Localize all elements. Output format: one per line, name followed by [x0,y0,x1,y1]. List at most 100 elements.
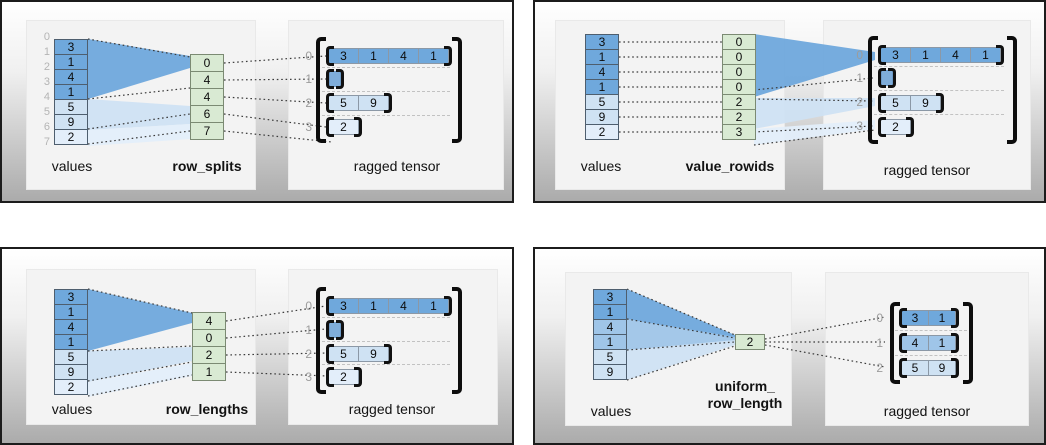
tensor-cell: 1 [418,298,449,314]
value-cell: 5 [54,349,88,365]
outer-bracket-left [316,37,326,143]
bracket-open [326,117,334,137]
bracket-open [878,68,886,88]
tensor-cell: 4 [940,47,971,63]
bracket-open [878,45,886,65]
dotted-links [626,288,886,381]
bracket-close [384,93,392,113]
outer-bracket-left [890,302,900,384]
tensor-row: 3 1 4 1 [326,296,452,316]
bracket-close [336,69,344,89]
row-separator [895,330,967,331]
bracket-close [336,320,344,340]
bracket-open [326,93,334,113]
row-separator [322,317,450,318]
tensor-row: 5 9 [878,93,944,113]
value-cell: 3 [585,34,619,50]
row-length-cell: 1 [192,363,226,381]
connector-shapes [87,288,329,397]
row-splits-column: 0 4 4 6 7 [190,54,224,140]
fan-light [627,340,735,380]
bracket-close [951,308,959,328]
tensor-cell: 9 [910,95,941,111]
value-cell: 9 [54,364,88,380]
tensor-cell: 4 [388,298,419,314]
row-index: 3 [305,120,312,134]
value-cell: 2 [54,379,88,395]
bracket-close [384,344,392,364]
dotted-links [87,288,329,397]
value-cell: 3 [54,39,88,55]
tensor-row-empty [326,320,344,340]
panel-value-rowids: 3 1 4 1 5 9 2 0 0 0 0 2 2 3 values value… [533,0,1046,203]
tensor-label: ragged tensor [883,403,971,419]
value-cell: 1 [585,79,619,95]
row-index: 0 [305,49,312,63]
fan-mid [627,319,735,350]
value-cell: 1 [54,334,88,350]
tensor-row: 3 1 4 1 [326,46,452,66]
value-cell: 1 [54,54,88,70]
tensor-row-empty [326,69,344,89]
bracket-close [354,117,362,137]
fan-pale [88,363,192,397]
tensor-cell: 1 [910,47,941,63]
value-cell: 1 [593,334,627,350]
tensor-label: ragged tensor [348,401,436,417]
tensor-cell: 4 [388,48,419,64]
bracket-open [326,46,334,66]
value-cell: 1 [54,84,88,100]
tensor-cell: 1 [418,48,449,64]
tensor-cell: 9 [358,95,389,111]
row-separator [322,67,450,68]
tensor-row: 3 1 [899,308,959,328]
rowid-cell: 0 [722,64,756,80]
values-column: 3 1 4 1 5 9 2 [585,34,619,140]
dotted-links [87,38,333,145]
row-lengths-column: 4 0 2 1 [192,312,226,381]
value-cell: 4 [54,319,88,335]
bracket-close [444,46,452,66]
fan-light [88,347,192,382]
row-splits-cell: 4 [190,88,224,106]
row-index: 2 [876,361,883,375]
row-separator [874,114,1004,115]
row-separator [874,66,1004,67]
bracket-close [936,93,944,113]
uniform-row-length-cell: 2 [735,334,765,350]
value-cell: 3 [593,289,627,305]
connector-shapes [626,288,886,381]
boundary-index: 0 [43,31,50,43]
tensor-cell: 9 [928,360,956,376]
tensor-cell: 1 [358,48,389,64]
row-separator [322,91,450,92]
fan-dark [627,289,735,339]
tensor-cell: 1 [970,47,1001,63]
value-rowids-column: 0 0 0 0 2 2 3 [722,34,756,140]
boundary-index: 1 [43,46,50,58]
rowid-cell: 0 [722,34,756,50]
value-cell: 1 [585,49,619,65]
boundary-index: 7 [43,136,50,148]
outer-bracket-right [452,287,462,394]
row-index: 3 [305,370,312,384]
panel-row-lengths: 3 1 4 1 5 9 2 4 0 2 1 values row_lengths… [0,247,514,445]
method-label-line2: row_length [707,395,783,411]
bracket-close [951,358,959,378]
value-cell: 9 [585,109,619,125]
outer-bracket-right [1007,36,1017,144]
value-cell: 1 [593,304,627,320]
bracket-close [906,117,914,137]
row-splits-cell: 0 [190,54,224,72]
rowid-cell: 2 [722,94,756,110]
empty-row-cell [329,322,341,338]
bracket-open [878,93,886,113]
bracket-open [899,358,907,378]
row-separator [874,90,1004,91]
tensor-label: ragged tensor [353,158,441,174]
fan-pale [88,124,190,146]
row-splits-cell: 7 [190,122,224,140]
row-length-cell: 2 [192,346,226,364]
fan-dark [88,39,190,99]
